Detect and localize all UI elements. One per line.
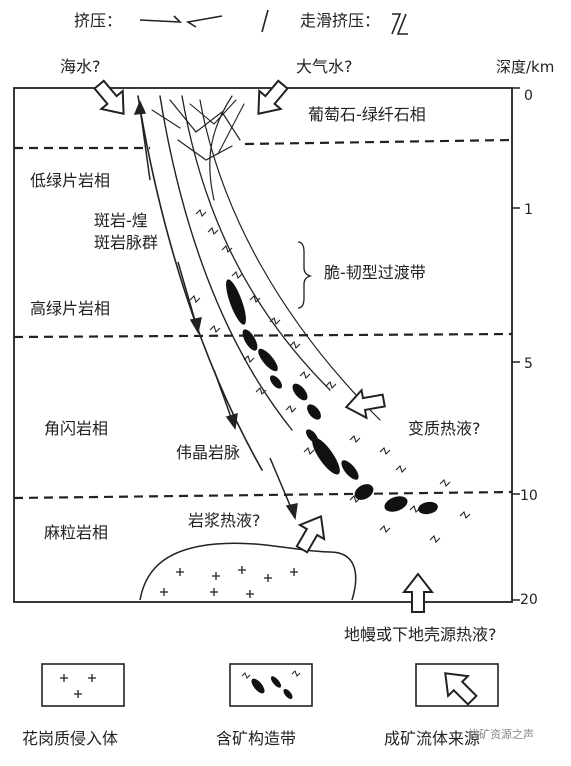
section-frame	[13, 87, 513, 603]
fluid-arrow-seawater	[87, 74, 136, 124]
facies-upper-greenschist: 高绿片岩相	[30, 299, 110, 318]
granite-intrusion	[139, 542, 357, 601]
legend-fluid-arrow-icon	[434, 662, 484, 712]
fluid-arrow-mantle	[403, 573, 433, 613]
depth-ticks	[512, 87, 520, 601]
fluid-arrow-metamorphic	[342, 385, 388, 422]
fault-zone	[137, 95, 381, 471]
legend-ore-box	[229, 663, 313, 707]
mantle-fluid-label: 地幔或下地壳源热液?	[344, 625, 497, 644]
legend-ore-label: 含矿构造带	[216, 729, 296, 748]
depth-axis-title: 深度/km	[496, 58, 554, 76]
legend-compression-label: 挤压：	[74, 11, 122, 30]
seawater-label: 海水?	[60, 57, 101, 76]
pegmatite-label: 伟晶岩脉	[176, 443, 240, 462]
legend-fluid-box	[415, 663, 499, 707]
strike-slip-icon	[391, 13, 408, 35]
legend-strike-slip-label: 走滑挤压：	[300, 11, 380, 30]
ore-bodies	[226, 279, 438, 515]
fluid-arrow-meteoric	[246, 74, 295, 124]
legend-fluid-label: 成矿流体来源	[384, 729, 480, 748]
magmatic-fluid-label: 岩浆热液?	[188, 511, 261, 530]
facies-boundaries	[13, 138, 513, 500]
watermark-text: 找矿资源之声	[468, 727, 534, 741]
fault-slip-arrows	[133, 100, 298, 521]
depth-tick-label: 1	[524, 202, 533, 218]
meteoric-water-label: 大气水?	[296, 57, 353, 76]
legend-granite-crosses	[60, 674, 96, 698]
facies-amphibolite: 角闪岩相	[44, 419, 108, 438]
depth-tick-label: 5	[524, 356, 533, 372]
facies-granulite: 麻粒岩相	[44, 523, 108, 542]
facies-lower-greenschist: 低绿片岩相	[30, 171, 110, 190]
dike-swarm-label-line1: 斑岩-煌	[94, 211, 148, 230]
legend-granite-label: 花岗质侵入体	[22, 729, 118, 748]
legend-granite-box	[41, 663, 125, 707]
depth-tick-label: 0	[524, 88, 533, 104]
depth-tick-label: 10	[520, 488, 538, 504]
legend-ore-symbol	[241, 670, 301, 699]
transition-brace	[297, 241, 313, 309]
compression-arrows-icon	[139, 9, 269, 33]
shear-marks	[189, 208, 471, 544]
depth-tick-label: 20	[520, 592, 538, 608]
metamorphic-fluid-label: 变质热液?	[408, 419, 481, 438]
granite-crosses	[160, 566, 298, 598]
dike-swarm-label-line2: 斑岩脉群	[94, 233, 158, 252]
facies-prehnite-pumpellyite: 葡萄石-绿纤石相	[308, 105, 426, 124]
transition-zone-label: 脆-韧型过渡带	[324, 263, 426, 282]
